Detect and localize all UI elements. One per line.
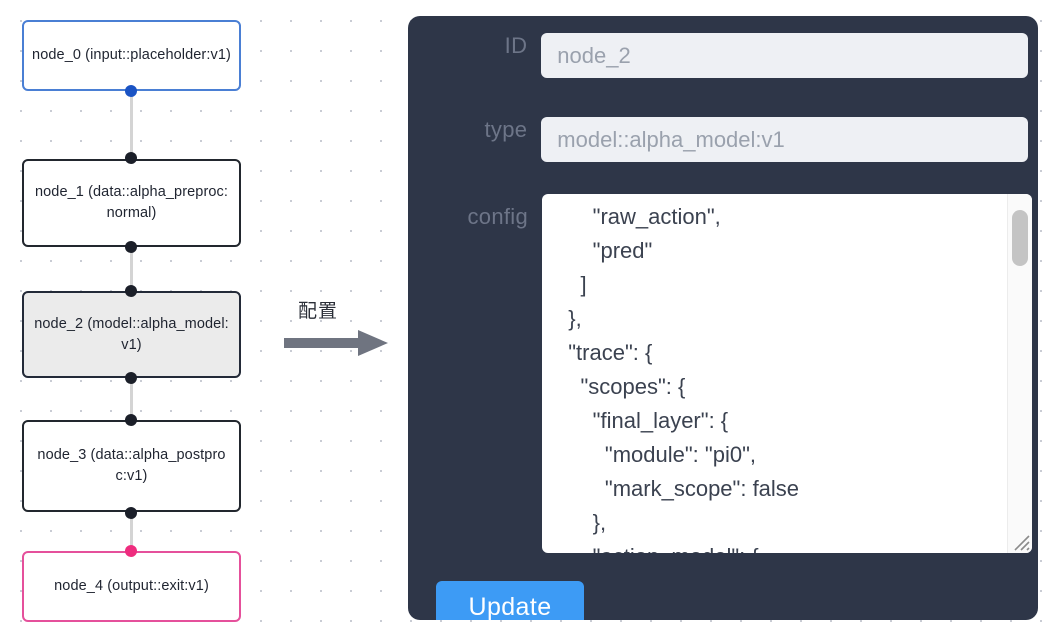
graph-node-label: node_4 (output::exit:v1) [54, 578, 209, 594]
flow-annotation: 配置 [284, 296, 394, 358]
config-field-label: config [467, 204, 528, 229]
port-node_2-input[interactable] [125, 285, 137, 297]
node-config-panel: ID type config "raw_action", "pred" ] },… [408, 16, 1038, 620]
annotation-label: 配置 [298, 300, 339, 322]
type-input[interactable] [541, 117, 1028, 162]
edge-node2-node3 [130, 377, 133, 419]
node-graph-canvas[interactable]: node_0 (input::placeholder:v1) node_1 (d… [0, 0, 400, 643]
graph-node-node_0[interactable]: node_0 (input::placeholder:v1) [22, 20, 241, 91]
vertical-scrollbar[interactable] [1007, 194, 1032, 553]
graph-node-node_1[interactable]: node_1 (data::alpha_preproc:normal) [22, 159, 241, 247]
config-textarea-wrapper[interactable]: "raw_action", "pred" ] }, "trace": { "sc… [542, 194, 1032, 553]
field-row-type: type [428, 117, 1028, 162]
graph-node-label: node_0 (input::placeholder:v1) [32, 47, 231, 63]
edge-node0-node1 [130, 90, 133, 160]
graph-node-node_2[interactable]: node_2 (model::alpha_model:v1) [22, 291, 241, 378]
resize-handle-icon[interactable] [1009, 530, 1031, 552]
port-node_2-output[interactable] [125, 372, 137, 384]
scrollbar-thumb[interactable] [1012, 210, 1028, 266]
type-field-label: type [484, 117, 528, 142]
field-row-config: config "raw_action", "pred" ] }, "trace"… [428, 194, 1032, 553]
config-textarea[interactable]: "raw_action", "pred" ] }, "trace": { "sc… [568, 204, 800, 553]
edge-node1-node2 [130, 246, 133, 292]
field-row-id: ID [428, 33, 1028, 78]
port-node_1-output[interactable] [125, 241, 137, 253]
port-node_1-input[interactable] [125, 152, 137, 164]
update-button[interactable]: Update [436, 581, 584, 620]
graph-node-label: node_3 (data::alpha_postproc:v1) [37, 447, 226, 484]
port-node_4-input[interactable] [125, 545, 137, 557]
id-input[interactable] [541, 33, 1028, 78]
port-node_3-input[interactable] [125, 414, 137, 426]
arrow-right-icon [284, 330, 388, 356]
graph-node-node_4[interactable]: node_4 (output::exit:v1) [22, 551, 241, 622]
graph-node-label: node_1 (data::alpha_preproc:normal) [34, 184, 229, 221]
port-node_3-output[interactable] [125, 507, 137, 519]
id-field-label: ID [504, 33, 528, 58]
graph-node-label: node_2 (model::alpha_model:v1) [34, 315, 229, 353]
graph-node-node_3[interactable]: node_3 (data::alpha_postproc:v1) [22, 420, 241, 512]
edge-node3-node4 [130, 512, 133, 551]
port-node_0-output[interactable] [125, 85, 137, 97]
